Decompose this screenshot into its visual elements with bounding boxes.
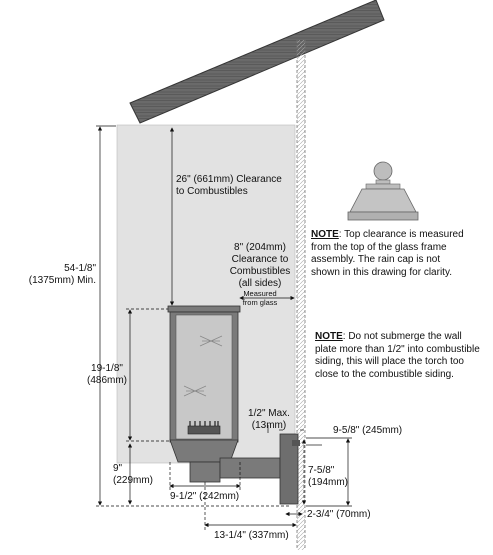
side-clearance-line1: 8" (204mm) <box>234 242 286 253</box>
half-inch-max-line1: 1/2" Max. <box>248 408 290 419</box>
half-inch-max-label: 1/2" Max. (13mm) <box>242 408 296 432</box>
top-clearance-line2: to Combustibles <box>176 186 248 197</box>
bottom-height-label: 9" (229mm) <box>113 463 153 487</box>
glass-reflection-mark <box>183 335 223 397</box>
plate-height-inches: 7-5/8" <box>308 465 335 476</box>
overall-height-label: 54-1/8" (1375mm) Min. <box>10 263 96 287</box>
bottom-height-mm: (229mm) <box>113 475 154 486</box>
rain-cap-illustration <box>347 161 419 221</box>
torch-lamp <box>167 305 300 505</box>
side-clearance-line4: (all sides) <box>238 278 282 289</box>
note2-line4: close to the combustible siding. <box>315 368 454 380</box>
plate-height-label: 7-5/8" (194mm) <box>308 465 348 489</box>
note2-line3: siding, this will place the torch too <box>315 356 464 367</box>
glass-height-mm: (486mm) <box>86 375 127 386</box>
note1-line4: shown in this drawing for clarity. <box>311 266 452 278</box>
note1-line2: from the top of the glass frame <box>311 241 447 253</box>
note2-heading: NOTE <box>315 331 343 342</box>
overall-height-mm: (1375mm) Min. <box>28 275 96 286</box>
note1-heading: NOTE <box>311 229 339 240</box>
measured-note-line2: from glass <box>242 297 278 307</box>
note2-line1: : Do not submerge the wall <box>342 331 462 342</box>
side-clearance-line3: Combustibles <box>229 266 291 277</box>
depth-dimension-label: 9-5/8" (245mm) <box>333 425 403 436</box>
roof-beam <box>129 0 385 124</box>
measured-note-line1: Measured <box>243 289 277 298</box>
side-clearance-line2: Clearance to <box>231 254 289 265</box>
offset-dimension-label: 2-3/4" (70mm) <box>307 509 371 520</box>
note1-line1: : Top clearance is measured <box>338 229 464 240</box>
bottom-height-inches: 9" <box>113 463 123 474</box>
note2-line2: plate more than 1/2" into combustible <box>315 343 480 355</box>
width-dimension-label: 9-1/2" (242mm) <box>170 491 240 502</box>
top-clearance-label: 26" (661mm) Clearance to Combustibles <box>176 174 282 198</box>
glass-height-label: 19-1/8" (486mm) <box>84 363 130 387</box>
siding-note: NOTE: Do not submerge the wall plate mor… <box>315 331 480 381</box>
glass-height-inches: 19-1/8" <box>91 363 123 374</box>
reach-dimension-label: 13-1/4" (337mm) <box>214 530 289 541</box>
top-clearance-line1: 26" (661mm) Clearance <box>176 174 282 185</box>
note1-line3: assembly. The rain cap is not <box>311 254 441 265</box>
dimension-lines <box>96 125 352 530</box>
half-inch-max-line2: (13mm) <box>251 420 287 431</box>
side-clearance-label: 8" (204mm) Clearance to Combustibles (al… <box>226 242 294 307</box>
plate-height-mm: (194mm) <box>308 477 349 488</box>
overall-height-inches: 54-1/8" <box>64 263 96 274</box>
top-clearance-note: NOTE: Top clearance is measured from the… <box>311 229 464 279</box>
